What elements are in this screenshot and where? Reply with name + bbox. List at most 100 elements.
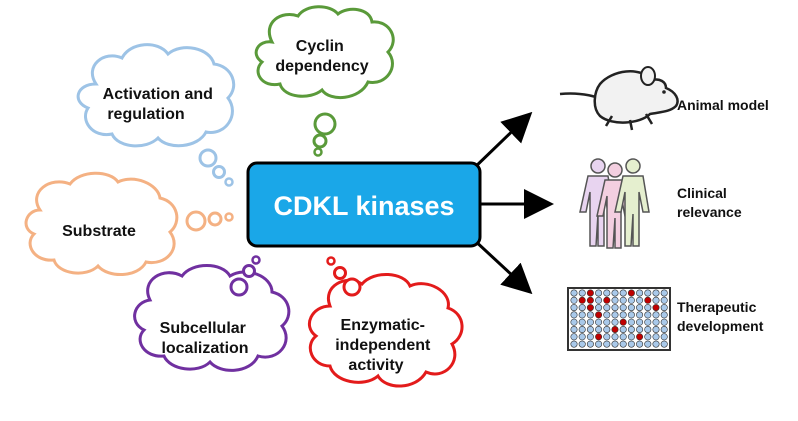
plate-well — [660, 289, 668, 297]
cloud-bubble — [251, 255, 261, 265]
plate-well — [611, 333, 619, 341]
plate-well — [619, 340, 627, 348]
plate-well — [611, 318, 619, 326]
cloud-subcellular-localization: Subcellular localization — [133, 255, 291, 372]
svg-text:Therapeutic development: Therapeutic development — [677, 299, 764, 334]
cloud-activation-regulation: Activation and regulation — [76, 43, 236, 187]
cloud-outline — [254, 5, 395, 100]
plate-well — [627, 318, 635, 326]
cloud-label-line: activity — [348, 357, 403, 374]
plate-well — [652, 325, 660, 333]
plate-well — [644, 318, 652, 326]
plate-well-hit — [644, 296, 652, 304]
well-plate-icon — [567, 287, 671, 351]
plate-well — [644, 311, 652, 319]
plate-well — [660, 340, 668, 348]
plate-well — [611, 304, 619, 312]
cloud-bubble — [212, 165, 226, 179]
plate-well-hit — [636, 333, 644, 341]
plate-well — [644, 289, 652, 297]
plate-well — [611, 311, 619, 319]
outcome-label-line: Clinical — [677, 185, 727, 201]
plate-well — [619, 311, 627, 319]
cloud-outline — [76, 43, 236, 148]
cloud-bubble — [313, 147, 323, 157]
plate-well — [595, 340, 603, 348]
plate-well — [570, 296, 578, 304]
cloud-label-line: dependency — [275, 58, 368, 75]
plate-well — [636, 318, 644, 326]
plate-well — [578, 311, 586, 319]
plate-well — [627, 333, 635, 341]
plate-well — [652, 311, 660, 319]
cloud-enzymatic-independent: Enzymatic- independent activity — [308, 256, 464, 388]
svg-text:Clinical relevance: Clinical relevance — [677, 185, 742, 220]
plate-well — [570, 325, 578, 333]
plate-well — [652, 340, 660, 348]
plate-well — [586, 325, 594, 333]
cloud-bubble — [207, 211, 223, 227]
cloud-bubble — [229, 277, 249, 297]
cloud-bubble — [224, 212, 234, 222]
plate-well-hit — [652, 304, 660, 312]
center-box: CDKL kinases — [246, 161, 482, 248]
cloud-label-line: localization — [161, 340, 248, 357]
plate-well — [636, 296, 644, 304]
human-figures-icon — [579, 158, 650, 249]
cloud-cyclin-dependency: Cyclin dependency — [254, 5, 395, 157]
plate-well — [603, 304, 611, 312]
plate-well — [611, 340, 619, 348]
plate-well — [660, 325, 668, 333]
plate-well — [578, 340, 586, 348]
plate-well — [603, 311, 611, 319]
plate-well — [627, 304, 635, 312]
plate-well — [627, 340, 635, 348]
plate-well — [595, 304, 603, 312]
cloud-bubble — [312, 133, 328, 149]
plate-well-hit — [586, 304, 594, 312]
plate-well — [570, 318, 578, 326]
cloud-label-line: Activation and — [103, 86, 213, 103]
cloud-label-line: Enzymatic- — [341, 317, 425, 334]
plate-well-hit — [619, 318, 627, 326]
plate-well — [586, 311, 594, 319]
plate-well — [578, 304, 586, 312]
cloud-bubble — [326, 256, 336, 266]
arrow-to-therapeutic-development — [470, 236, 533, 295]
plate-well — [586, 333, 594, 341]
svg-text:Subcellular localization: Subcellular localization — [160, 320, 251, 357]
cloud-bubble — [333, 266, 347, 280]
cloud-label-line: Subcellular — [160, 320, 246, 337]
plate-well — [619, 289, 627, 297]
plate-well — [595, 318, 603, 326]
plate-well — [627, 311, 635, 319]
plate-well — [595, 289, 603, 297]
plate-well — [570, 304, 578, 312]
cloud-outline — [308, 273, 464, 388]
plate-well — [570, 289, 578, 297]
plate-well — [652, 318, 660, 326]
plate-well — [603, 340, 611, 348]
arrows — [470, 111, 554, 295]
plate-well — [636, 340, 644, 348]
plate-well — [619, 304, 627, 312]
plate-well — [570, 311, 578, 319]
plate-well — [619, 333, 627, 341]
plate-well — [644, 325, 652, 333]
plate-well-hit — [586, 296, 594, 304]
plate-well — [660, 333, 668, 341]
outcome-label-line: Animal model — [677, 97, 769, 113]
cloud-substrate: Substrate — [24, 171, 234, 276]
cloud-bubble — [224, 177, 234, 187]
plate-well — [644, 333, 652, 341]
plate-well — [611, 296, 619, 304]
plate-well-hit — [586, 289, 594, 297]
outcome-label-line: Therapeutic — [677, 299, 757, 315]
plate-well — [636, 289, 644, 297]
arrow-to-animal-model — [470, 111, 533, 172]
plate-well — [586, 318, 594, 326]
plate-well-hit — [627, 289, 635, 297]
cloud-bubble — [242, 264, 256, 278]
plate-well — [660, 296, 668, 304]
